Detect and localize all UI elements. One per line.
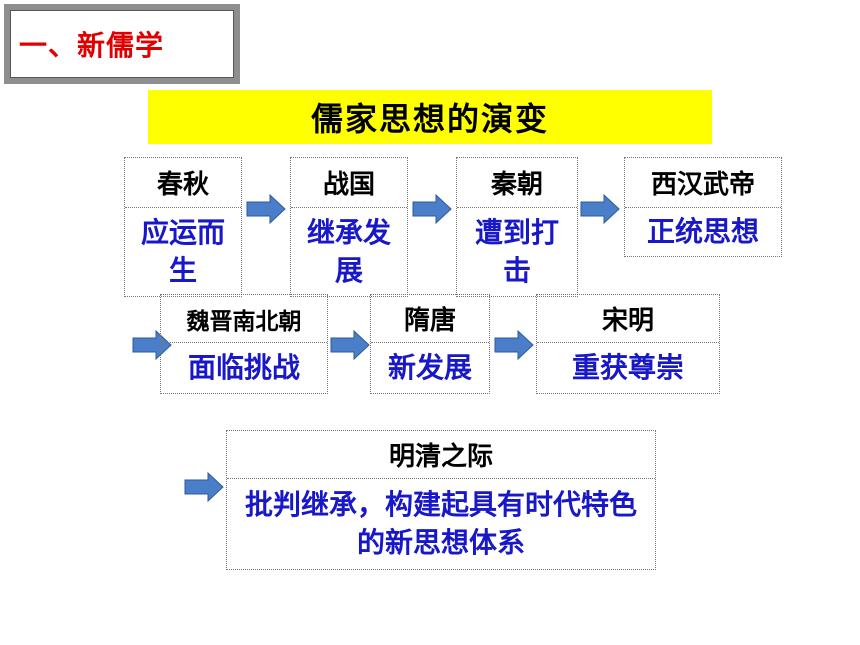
stage-development: 遭到打击 bbox=[474, 216, 559, 287]
stage-development: 新发展 bbox=[387, 351, 472, 384]
stage-period: 西汉武帝 bbox=[625, 158, 781, 208]
arrow-right-icon bbox=[494, 330, 534, 360]
arrow-right-icon bbox=[132, 330, 172, 360]
stage-box-weijin: 魏晋南北朝 面临挑战 bbox=[160, 294, 328, 394]
arrow-right-icon bbox=[184, 472, 224, 502]
stage-development: 继承发展 bbox=[306, 216, 391, 287]
stage-development: 重获尊崇 bbox=[571, 351, 684, 384]
banner-title: 儒家思想的演变 bbox=[310, 100, 549, 138]
stage-development: 面临挑战 bbox=[187, 351, 300, 384]
stage-period: 宋明 bbox=[537, 295, 719, 343]
section-header: 一、新儒学 bbox=[4, 4, 240, 84]
arrow-right-icon bbox=[330, 330, 370, 360]
stage-development: 批判继承，构建起具有时代特色的新思想体系 bbox=[244, 488, 637, 559]
stage-period: 秦朝 bbox=[457, 158, 577, 208]
arrow-right-icon bbox=[412, 194, 452, 224]
stage-box-zhanguo: 战国 继承发展 bbox=[290, 157, 408, 297]
stage-box-qin: 秦朝 遭到打击 bbox=[456, 157, 578, 297]
stage-box-xihan: 西汉武帝 正统思想 bbox=[624, 157, 782, 257]
stage-period: 战国 bbox=[291, 158, 407, 208]
stage-box-mingqing: 明清之际 批判继承，构建起具有时代特色的新思想体系 bbox=[226, 430, 656, 570]
stage-box-suitang: 隋唐 新发展 bbox=[370, 294, 490, 394]
stage-period: 春秋 bbox=[125, 158, 241, 208]
section-title: 一、新儒学 bbox=[19, 29, 165, 62]
section-header-frame: 一、新儒学 bbox=[10, 10, 234, 78]
stage-period: 魏晋南北朝 bbox=[161, 295, 327, 343]
stage-development: 应运而生 bbox=[140, 216, 225, 287]
stage-box-songming: 宋明 重获尊崇 bbox=[536, 294, 720, 394]
stage-period: 明清之际 bbox=[227, 431, 655, 479]
title-banner: 儒家思想的演变 bbox=[148, 90, 712, 144]
stage-development: 正统思想 bbox=[646, 215, 759, 248]
arrow-right-icon bbox=[246, 194, 286, 224]
arrow-right-icon bbox=[580, 194, 620, 224]
stage-period: 隋唐 bbox=[371, 295, 489, 343]
stage-box-chunqiu: 春秋 应运而生 bbox=[124, 157, 242, 297]
